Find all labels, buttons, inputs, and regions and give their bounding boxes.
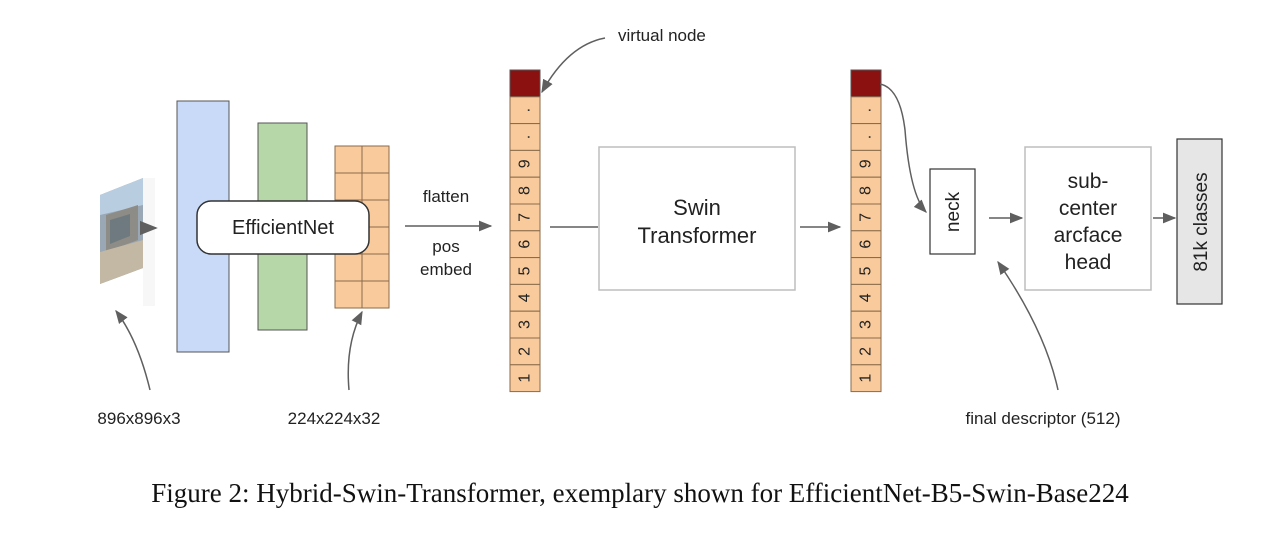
token-label: 9: [517, 159, 534, 168]
token-label: 7: [517, 213, 534, 222]
swin-line-2: Transformer: [638, 223, 757, 248]
virtual-node-label: virtual node: [618, 26, 706, 45]
token-column-input: .. 9 8 7 6 5 4 3 2 1: [509, 69, 541, 393]
virtual-node-cell: [509, 69, 541, 98]
feature-size-label: 224x224x32: [288, 409, 381, 428]
token-cell: [850, 283, 882, 312]
neck-box: [929, 168, 976, 255]
efficientnet-box: [196, 200, 370, 255]
head-line-1: sub-: [1068, 170, 1109, 193]
token-cell: [850, 203, 882, 232]
head-line-3: arcface: [1054, 224, 1123, 247]
neck-label: neck: [943, 191, 964, 232]
token-label: 2: [858, 347, 875, 356]
token-column-output: .. 9 8 7 6 5 4 3 2 1: [850, 69, 882, 393]
virtual-node-cell: [850, 69, 882, 98]
token-label: 1: [858, 374, 875, 383]
figure-caption: Figure 2: Hybrid-Swin-Transformer, exemp…: [0, 478, 1280, 509]
token-label: 3: [517, 320, 534, 329]
token-label: .: [858, 108, 875, 112]
feature-size-arrow: [347, 310, 363, 391]
input-size-label: 896x896x3: [97, 409, 180, 428]
token-label: 9: [858, 159, 875, 168]
input-size-arrow: [115, 309, 151, 391]
token-label: 5: [517, 266, 534, 275]
swin-transformer-box: [598, 146, 796, 291]
efficientnet-label: EfficientNet: [232, 217, 334, 239]
token-cell: [509, 123, 541, 151]
token-cell: [509, 203, 541, 232]
token-cell: [509, 257, 541, 285]
token-cell: [850, 310, 882, 339]
caption-prefix: Figure 2:: [151, 478, 250, 508]
swin-line-1: Swin: [673, 195, 721, 220]
head-line-2: center: [1059, 197, 1117, 220]
token-cell: [509, 283, 541, 312]
virtual-node-to-neck-arrow: [879, 83, 927, 213]
token-label: 8: [858, 186, 875, 195]
token-cell: [509, 337, 541, 366]
classes-label: 81k classes: [1191, 172, 1212, 271]
token-label: .: [517, 108, 534, 112]
token-cell: [509, 96, 541, 125]
descriptor-arrow: [997, 260, 1059, 391]
token-cell: [850, 123, 882, 151]
token-cell: [850, 149, 882, 178]
token-label: 2: [517, 347, 534, 356]
token-label: 8: [517, 186, 534, 195]
token-cell: [850, 230, 882, 259]
pos-embed-line-2: embed: [420, 260, 472, 279]
arcface-head-box: [1024, 146, 1152, 291]
classes-box: [1176, 138, 1223, 305]
token-label: 5: [858, 266, 875, 275]
token-label: .: [858, 135, 875, 139]
token-label: 6: [858, 240, 875, 249]
pos-embed-line-1: pos: [432, 237, 459, 256]
descriptor-label: final descriptor (512): [966, 409, 1121, 428]
input-image: [100, 178, 155, 306]
token-cell: [850, 364, 882, 393]
token-label: .: [517, 135, 534, 139]
token-label: 1: [517, 374, 534, 383]
token-cell: [850, 337, 882, 366]
token-label: 4: [858, 293, 875, 302]
token-label: 4: [517, 293, 534, 302]
token-cell: [509, 310, 541, 339]
token-cell: [509, 176, 541, 205]
caption-text: Hybrid-Swin-Transformer, exemplary shown…: [256, 478, 1129, 508]
token-label: 7: [858, 213, 875, 222]
virtual-node-arrow: [541, 37, 606, 94]
flatten-label: flatten: [423, 187, 469, 206]
token-label: 3: [858, 320, 875, 329]
token-cell: [509, 364, 541, 393]
head-line-4: head: [1065, 251, 1112, 274]
token-label: 6: [517, 240, 534, 249]
